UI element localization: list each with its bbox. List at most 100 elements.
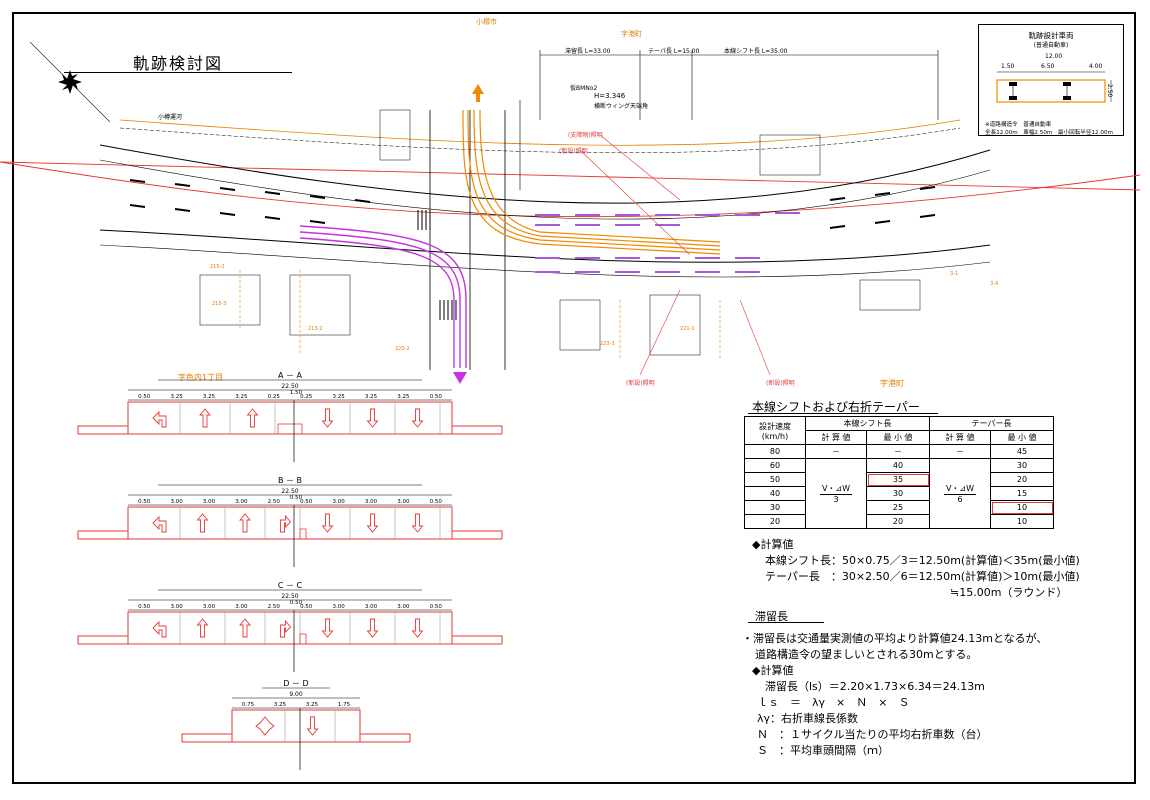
lighting-label-2: (新設)照明	[559, 148, 588, 155]
cell-taper-formula: V・⊿W 6	[929, 458, 991, 529]
lane-arrow-icon	[152, 515, 167, 533]
place-label-mid-right: 字港町	[880, 379, 904, 388]
cell-taper-calc: －	[929, 444, 991, 459]
section-title: B － B	[278, 476, 302, 485]
taper-table: 設計速度 (km/h) 本線シフト長 テーパー長 計 算 値 最 小 値 計 算…	[744, 416, 1054, 529]
cell-shift-min: 40	[866, 458, 930, 473]
cell-speed: 50	[744, 472, 806, 487]
section-dim-label: 3.00	[170, 604, 183, 610]
cell-shift-min-highlighted: 35	[866, 472, 930, 487]
vehicle-width: 2.50	[1106, 83, 1114, 98]
section-dim-label: 3.00	[397, 604, 410, 610]
section-title: D － D	[283, 679, 308, 688]
section-dim-label: 3.25	[365, 394, 378, 400]
taper-table-heading: 本線シフトおよび右折テーパー	[752, 400, 920, 414]
section-dim-label: 0.50	[300, 604, 313, 610]
sidewalk-left	[77, 425, 128, 434]
lane-arrow-icon	[411, 408, 424, 428]
design-vehicle-box: 軌跡設計車両 (普通自動車) 12.00 1.50 6.50 4.00 2.50…	[978, 24, 1124, 136]
section-dim-label: 0.75	[242, 702, 255, 708]
svg-text:3-1: 3-1	[950, 271, 958, 277]
section-dim-label: 3.25	[235, 394, 248, 400]
calc-round-line: ≒15.00m（ラウンド）	[950, 586, 1068, 599]
cell-speed: 60	[744, 458, 806, 473]
section-dim-label: 0.25	[300, 394, 313, 400]
queue-line-3: 滞留長（ls）＝2.20×1.73×6.34＝24.13m	[765, 680, 985, 693]
section-dim-label: 3.00	[170, 499, 183, 505]
vehicle-diagram	[996, 71, 1112, 103]
section-dim-label: 3.25	[306, 702, 319, 708]
section-dim-label: 3.25	[203, 394, 216, 400]
cell-shift-formula: V・⊿W 3	[805, 458, 867, 529]
lane-arrow-icon	[246, 408, 259, 428]
lane-arrow-icon	[411, 513, 424, 533]
shift-formula-numerator: V・⊿W	[820, 484, 852, 495]
section-dim-label: 3.25	[274, 702, 287, 708]
section-dim-label: 0.50	[430, 394, 443, 400]
svg-text:223-3: 223-3	[600, 341, 615, 347]
section-dim-label: 3.00	[365, 604, 378, 610]
section-title: A － A	[278, 371, 303, 380]
lane-arrow-icon	[321, 618, 334, 638]
sub-header-shift-calc: 計 算 値	[805, 430, 867, 445]
road-body	[127, 401, 453, 435]
drawing-frame	[12, 12, 1136, 784]
section-dim-label: 0.50	[430, 604, 443, 610]
table-row: 50 35 20	[744, 472, 1054, 487]
vehicle-note-2: 全長12.00m 車幅2.50m 最小回転半径12.00m	[985, 130, 1113, 136]
section-mid-dim: 0.50	[290, 600, 303, 606]
cell-taper-min: 20	[990, 472, 1054, 487]
lane-arrow-icon	[199, 408, 211, 428]
cell-shift-min: －	[866, 444, 930, 459]
median-island	[299, 633, 307, 645]
col-header-speed: 設計速度 (km/h)	[744, 416, 806, 445]
queue-line-1: ・滞留長は交通量実測値の平均より計算値24.13mとなるが、	[742, 632, 1048, 645]
page-title: 軌跡検討図	[132, 54, 223, 73]
lane-arrow-icon	[321, 513, 334, 533]
lane-arrow-icon	[280, 619, 292, 638]
lane-arrow-icon	[306, 716, 319, 736]
cell-shift-min: 20	[866, 514, 930, 529]
svg-text:220-2: 220-2	[395, 346, 410, 352]
taper-formula-numerator: V・⊿W	[944, 484, 976, 495]
cell-taper-min: 15	[990, 486, 1054, 501]
dim-queue-length: 滞留長 L=33.00	[565, 48, 611, 55]
cell-taper-min-highlighted: 10	[990, 500, 1054, 515]
place-label-top-right: 字港町	[621, 30, 642, 38]
calc-shift-line: 本線シフト長：50×0.75／3＝12.50m(計算値)＜35m(最小値)	[765, 554, 1080, 567]
queue-heading: 滞留長	[755, 610, 788, 623]
lane-arrow-icon	[321, 408, 334, 428]
queue-line-5: λγ：右折車線長係数	[757, 712, 859, 725]
svg-text:3-4: 3-4	[990, 281, 998, 287]
sidewalk-right	[452, 635, 503, 644]
cell-shift-calc: －	[805, 444, 867, 459]
lane-arrow-icon	[255, 716, 275, 736]
canal-label: 小樽運河	[158, 114, 183, 121]
section-total-width: 22.50	[281, 593, 298, 600]
taper-formula-denominator: 6	[957, 495, 963, 504]
place-label-mid-left: 字色内1丁目	[178, 373, 224, 382]
north-arrow-icon	[30, 42, 110, 122]
calc-heading: ◆計算値	[752, 538, 794, 551]
section-dim-label: 2.50	[268, 604, 281, 610]
queue-heading-underline	[748, 622, 824, 623]
table-row: 30 25 10	[744, 500, 1054, 515]
queue-line-7: Ｓ ：平均車頭間隔（ｍ）	[757, 744, 889, 757]
svg-text:215-2: 215-2	[210, 264, 225, 270]
median-island	[277, 423, 303, 435]
section-dim-label: 3.00	[203, 499, 216, 505]
trajectory-arrow-south	[453, 372, 467, 384]
lane-arrow-icon	[239, 618, 251, 638]
section-dim-label: 3.00	[332, 499, 345, 505]
section-dim-label: 3.00	[235, 499, 248, 505]
taper-table-heading-underline	[748, 413, 938, 414]
cell-shift-min: 25	[866, 500, 930, 515]
place-label-top-center: 小樽市	[476, 18, 497, 26]
cell-speed: 20	[744, 514, 806, 529]
section-dim-label: 1.75	[338, 702, 351, 708]
vehicle-note-1: ※道路構造令 普通自動車	[985, 122, 1052, 128]
queue-line-6: Ｎ ：１サイクル当たりの平均右折車数（台）	[757, 728, 988, 741]
height-label: H=3.346	[594, 92, 626, 100]
svg-text:221-1: 221-1	[680, 326, 695, 332]
speed-header-label: 設計速度	[759, 421, 791, 431]
